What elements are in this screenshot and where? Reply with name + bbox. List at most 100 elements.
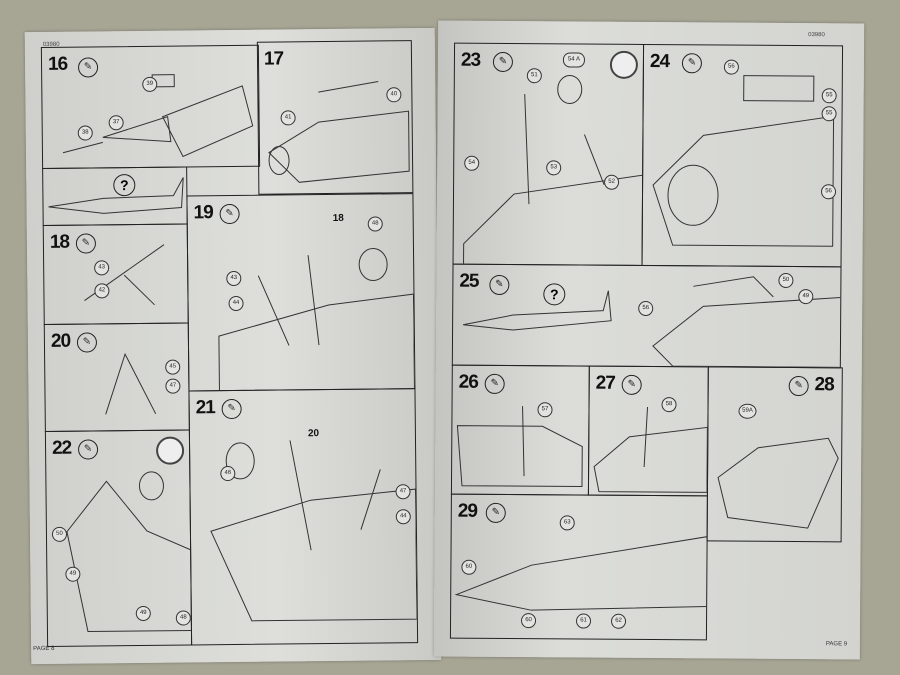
part-callout: 51: [526, 68, 542, 84]
step-number: 21: [195, 397, 215, 419]
step-number: 16: [47, 53, 68, 75]
part-callout: 40: [386, 87, 402, 103]
step-number: 17: [263, 48, 284, 70]
part-callout: 37: [108, 115, 124, 131]
part-callout: 54 A: [562, 52, 586, 68]
step-16-panel: 16 ✎ 39 37 38: [40, 44, 261, 169]
part-callout: 50: [778, 272, 794, 289]
part-callout: 62: [610, 613, 627, 629]
step-number: 28: [814, 374, 834, 396]
part-callout: 55: [821, 106, 837, 122]
part-callout: 44: [395, 509, 411, 525]
glue-icon: ✎: [219, 203, 240, 225]
part-callout: 48: [175, 610, 191, 626]
glue-icon: ✎: [621, 374, 642, 395]
gear-bay-drawing: [218, 248, 415, 391]
glue-icon: ✎: [484, 373, 505, 394]
part-callout: 42: [94, 283, 110, 299]
step-number: 25: [459, 270, 479, 292]
antenna-drawing: [593, 406, 708, 493]
left-page: 03980 PAGE 8 16 ✎ 39 37 38 17 41 40 ? 18…: [24, 27, 442, 665]
step-number: 22: [51, 437, 72, 459]
part-callout: 58: [661, 397, 677, 413]
part-callout: 46: [220, 465, 236, 482]
glue-icon: ✎: [75, 233, 97, 254]
glue-icon: ✎: [492, 51, 514, 73]
step-28-panel: 28 ✎ 59A: [706, 366, 843, 543]
nose-gear-drawing: [463, 74, 644, 265]
sub-assembly-label: 18: [332, 212, 344, 224]
step-23-panel: 23 ✎ 54 A 51 53 52 54: [452, 42, 645, 266]
step-17-panel: 17 41 40: [256, 40, 414, 195]
step-number: 24: [649, 51, 670, 73]
right-page: 03980 PAGE 9 23 ✎ 54 A 51 53 52 54 24 ✎ …: [433, 20, 865, 660]
clock-icon: [155, 436, 185, 465]
part-callout: 47: [395, 484, 411, 500]
step-26-panel: 26 ✎ 57: [450, 364, 590, 496]
nose-drawing: [454, 535, 707, 611]
step-number: 19: [193, 202, 213, 224]
glue-icon: ✎: [221, 398, 242, 420]
aircraft-drawing: [48, 177, 184, 214]
glue-icon: ✎: [76, 332, 98, 353]
part-callout: 53: [546, 160, 562, 176]
intake-drawing: [652, 75, 835, 247]
part-callout: 50: [51, 526, 68, 542]
part-callout: 49: [135, 605, 151, 622]
glue-icon: ✎: [485, 502, 506, 524]
glue-icon: ✎: [77, 57, 99, 78]
part-callout: 52: [604, 174, 620, 190]
sub-assembly-label: 20: [307, 428, 320, 440]
part-callout: 45: [165, 359, 181, 375]
clock-icon: [609, 50, 639, 79]
gear-door-drawing: [66, 471, 192, 633]
probe-drawing: [456, 406, 583, 488]
part-callout: 49: [65, 566, 81, 582]
part-callout: 54: [464, 155, 480, 171]
step-20-panel: 20 ✎ 45 47: [43, 322, 190, 432]
part-callout: 47: [165, 378, 181, 394]
glue-icon: ✎: [681, 53, 703, 74]
step-29-panel: 29 ✎ 63 60 60 61 62: [449, 493, 708, 641]
kit-code: 03980: [808, 32, 825, 39]
step-19-panel: 19 ✎ 18 48 43 44: [186, 193, 416, 392]
part-callout: 49: [798, 289, 814, 305]
step-number: 26: [458, 371, 478, 393]
step-number: 20: [50, 330, 71, 352]
step-22-panel: 22 ✎ 50 49 49 48: [44, 429, 193, 647]
part-callout: 38: [77, 125, 93, 141]
part-callout: 41: [280, 110, 296, 126]
glue-icon: ✎: [489, 274, 510, 296]
step-25-panel: 25 ✎ ? 56 50 49: [451, 263, 842, 369]
check-icon: ?: [543, 283, 566, 306]
cockpit-drawing: [62, 74, 254, 158]
page-label: PAGE 9: [825, 641, 848, 648]
part-callout: 60: [461, 559, 477, 575]
part-callout: 60: [520, 613, 537, 629]
part-callout: 56: [638, 300, 654, 317]
step-21-panel: 21 ✎ 20 46 47 44: [188, 388, 419, 646]
part-callout: 63: [559, 515, 575, 531]
step-18-panel: 18 ✎ 43 42: [42, 223, 189, 325]
step-number: 29: [457, 500, 478, 522]
canopy-drawing: [463, 276, 841, 368]
part-callout: 56: [820, 184, 837, 200]
part-callout: 56: [723, 59, 739, 75]
step-27-panel: 27 ✎ 58: [587, 365, 709, 497]
main-gear-drawing: [210, 440, 418, 622]
glue-icon: ✎: [77, 439, 99, 460]
part-callout: 55: [821, 88, 837, 104]
step-number: 18: [49, 231, 70, 253]
part-callout: 61: [575, 613, 592, 629]
fuselage-drawing: [268, 80, 410, 183]
step-number: 23: [460, 49, 481, 71]
tail-drawing: [717, 437, 839, 529]
part-callout: 39: [142, 76, 158, 92]
part-callout: 43: [226, 270, 242, 287]
check-icon: ?: [113, 174, 136, 197]
part-callout: 44: [228, 295, 244, 312]
aircraft-overview-panel: ?: [42, 166, 188, 226]
strut-drawing: [105, 352, 157, 415]
part-callout: 57: [537, 402, 553, 418]
part-callout: 48: [367, 216, 383, 232]
